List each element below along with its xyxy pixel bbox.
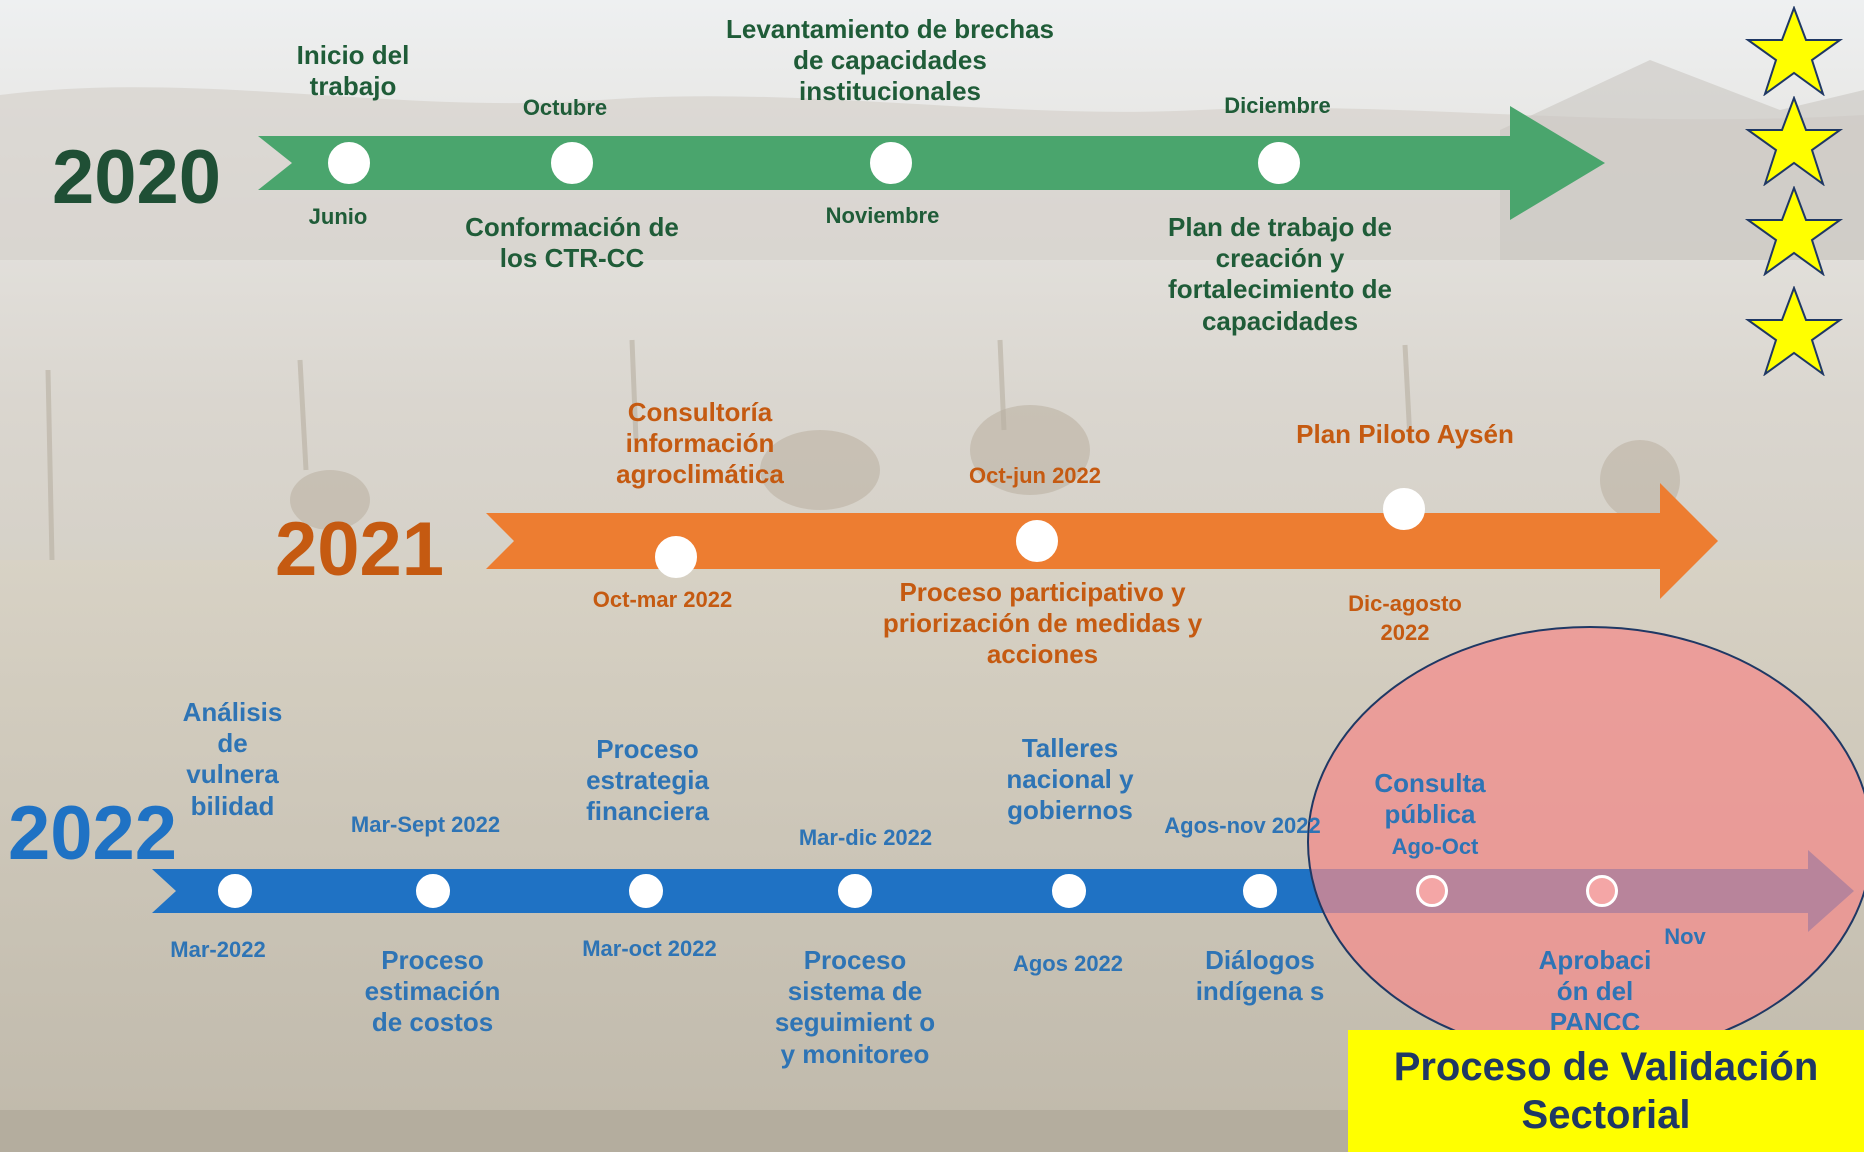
event-title: Proceso participativo y priorización de … xyxy=(882,577,1203,670)
event-date: Oct-mar 2022 xyxy=(592,587,733,612)
arrow-2021 xyxy=(486,483,1718,599)
milestone-node xyxy=(416,874,450,908)
star-icon xyxy=(1744,186,1844,276)
event-title: Consultoría información agroclimática xyxy=(616,397,784,490)
event-date: Oct-jun 2022 xyxy=(968,463,1102,488)
milestone-node xyxy=(1052,874,1086,908)
event-date: Noviembre xyxy=(825,203,940,228)
event-title: Levantamiento de brechas de capacidades … xyxy=(726,14,1054,107)
event-title: Proceso sistema de seguimient o y monito… xyxy=(774,945,936,1069)
event-title: Aprobaci ón del PANCC xyxy=(1538,945,1652,1033)
milestone-node xyxy=(1016,520,1058,562)
event-title: Inicio del trabajo xyxy=(296,40,410,102)
event-date: Diciembre xyxy=(1224,93,1331,118)
event-date: Mar-2022 xyxy=(170,937,266,962)
event-title: Proceso estrategia financiera xyxy=(586,734,709,827)
event-date: Octubre xyxy=(522,95,608,120)
event-title: Análisis de vulnera bilidad xyxy=(182,697,283,821)
milestone-node xyxy=(1416,875,1448,907)
milestone-node xyxy=(1586,875,1618,907)
milestone-node xyxy=(1258,142,1300,184)
validation-process-label: Proceso de Validación Sectorial xyxy=(1348,1030,1864,1152)
milestone-node xyxy=(1383,488,1425,530)
milestone-node xyxy=(870,142,912,184)
star-icon xyxy=(1744,286,1844,376)
milestone-node xyxy=(1243,874,1277,908)
event-date: Mar-oct 2022 xyxy=(582,936,717,961)
event-title: Consulta pública xyxy=(1374,768,1486,830)
event-title: Conformación de los CTR-CC xyxy=(465,212,679,274)
arrow-2020 xyxy=(258,106,1605,220)
event-title: Plan de trabajo de creación y fortalecim… xyxy=(1168,212,1392,336)
year-2022-label: 2022 xyxy=(8,791,178,876)
event-title: Diálogos indígena s xyxy=(1195,945,1325,1007)
event-date: Agos-nov 2022 xyxy=(1164,813,1321,838)
milestone-node xyxy=(838,874,872,908)
star-icon xyxy=(1744,96,1844,186)
event-date: Agos 2022 xyxy=(1012,951,1124,976)
milestone-node xyxy=(218,874,252,908)
year-2021-label: 2021 xyxy=(275,507,445,592)
event-date: Ago-Oct xyxy=(1391,834,1479,859)
milestone-node xyxy=(629,874,663,908)
event-date: Mar-Sept 2022 xyxy=(350,812,501,837)
event-date: Mar-dic 2022 xyxy=(798,825,933,850)
star-icon xyxy=(1744,6,1844,96)
event-title: Proceso estimación de costos xyxy=(364,945,501,1038)
milestone-node xyxy=(328,142,370,184)
event-date: Nov xyxy=(1664,924,1706,949)
event-date: Junio xyxy=(308,204,368,229)
milestone-node xyxy=(655,536,697,578)
event-title: Plan Piloto Aysén xyxy=(1296,419,1514,449)
year-2020-label: 2020 xyxy=(52,135,222,220)
milestone-node xyxy=(551,142,593,184)
event-title: Talleres nacional y gobiernos xyxy=(1006,733,1134,826)
event-date: Dic-agosto 2022 xyxy=(1348,591,1462,645)
